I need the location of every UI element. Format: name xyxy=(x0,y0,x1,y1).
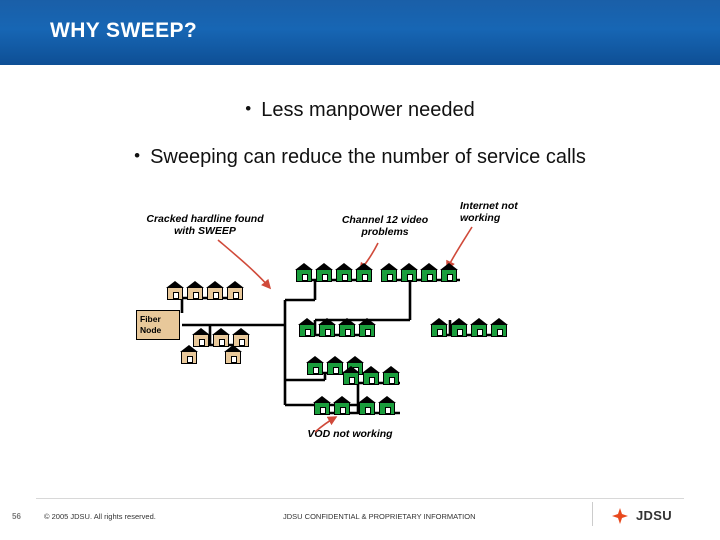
house-icon xyxy=(180,345,198,365)
footer-vertical-rule xyxy=(592,502,593,526)
house-icon xyxy=(378,396,396,416)
house-icon xyxy=(295,263,313,283)
house-icon xyxy=(400,263,418,283)
jdsu-logo-text: JDSU xyxy=(636,508,672,523)
page-title: WHY SWEEP? xyxy=(50,19,198,42)
house-icon xyxy=(226,281,244,301)
bullet-text: Sweeping can reduce the number of servic… xyxy=(150,146,586,168)
house-icon xyxy=(490,318,508,338)
label-cracked-hardline: Cracked hardline found with SWEEP xyxy=(146,213,264,237)
label-internet-not-working: Internet not working xyxy=(460,200,518,224)
label-vod-not-working: VOD not working xyxy=(307,428,393,440)
bullet-text: Less manpower needed xyxy=(261,99,475,121)
bullet-marker-icon: • xyxy=(245,99,252,118)
house-icon xyxy=(430,318,448,338)
bullet-list: • Less manpower needed • Sweeping can redu… xyxy=(0,95,720,189)
jdsu-logo-icon xyxy=(612,508,628,524)
house-icon xyxy=(192,328,210,348)
slide-header: WHY SWEEP? xyxy=(0,0,720,65)
house-icon xyxy=(338,318,356,338)
bullet-item: • Less manpower needed xyxy=(0,95,720,124)
house-icon xyxy=(358,396,376,416)
confidentiality-notice: JDSU CONFIDENTIAL & PROPRIETARY INFORMAT… xyxy=(283,512,476,521)
house-icon xyxy=(313,396,331,416)
house-icon xyxy=(335,263,353,283)
house-icon xyxy=(206,281,224,301)
label-channel-12: Channel 12 video problems xyxy=(341,214,429,238)
house-icon xyxy=(212,328,230,348)
page-number: 56 xyxy=(12,512,21,521)
house-icon xyxy=(420,263,438,283)
house-icon xyxy=(315,263,333,283)
house-icon xyxy=(186,281,204,301)
fiber-node-label: Fiber Node xyxy=(140,314,162,335)
house-icon xyxy=(298,318,316,338)
house-icon xyxy=(440,263,458,283)
copyright-text: © 2005 JDSU. All rights reserved. xyxy=(44,512,156,521)
bullet-item: • Sweeping can reduce the number of servi… xyxy=(0,142,720,171)
slide-footer: 56 © 2005 JDSU. All rights reserved. JDS… xyxy=(0,498,720,540)
fiber-node-box: Fiber Node xyxy=(136,310,180,340)
house-icon xyxy=(232,328,250,348)
house-icon xyxy=(358,318,376,338)
house-icon xyxy=(470,318,488,338)
network-diagram: Cracked hardline found with SWEEP Channe… xyxy=(110,195,610,470)
footer-divider xyxy=(36,498,684,499)
house-icon xyxy=(306,356,324,376)
house-icon xyxy=(382,366,400,386)
house-icon xyxy=(362,366,380,386)
house-icon xyxy=(166,281,184,301)
house-icon xyxy=(450,318,468,338)
house-icon xyxy=(380,263,398,283)
house-icon xyxy=(224,345,242,365)
bullet-marker-icon: • xyxy=(134,146,141,165)
house-icon xyxy=(333,396,351,416)
house-icon xyxy=(318,318,336,338)
house-icon xyxy=(342,366,360,386)
house-icon xyxy=(355,263,373,283)
